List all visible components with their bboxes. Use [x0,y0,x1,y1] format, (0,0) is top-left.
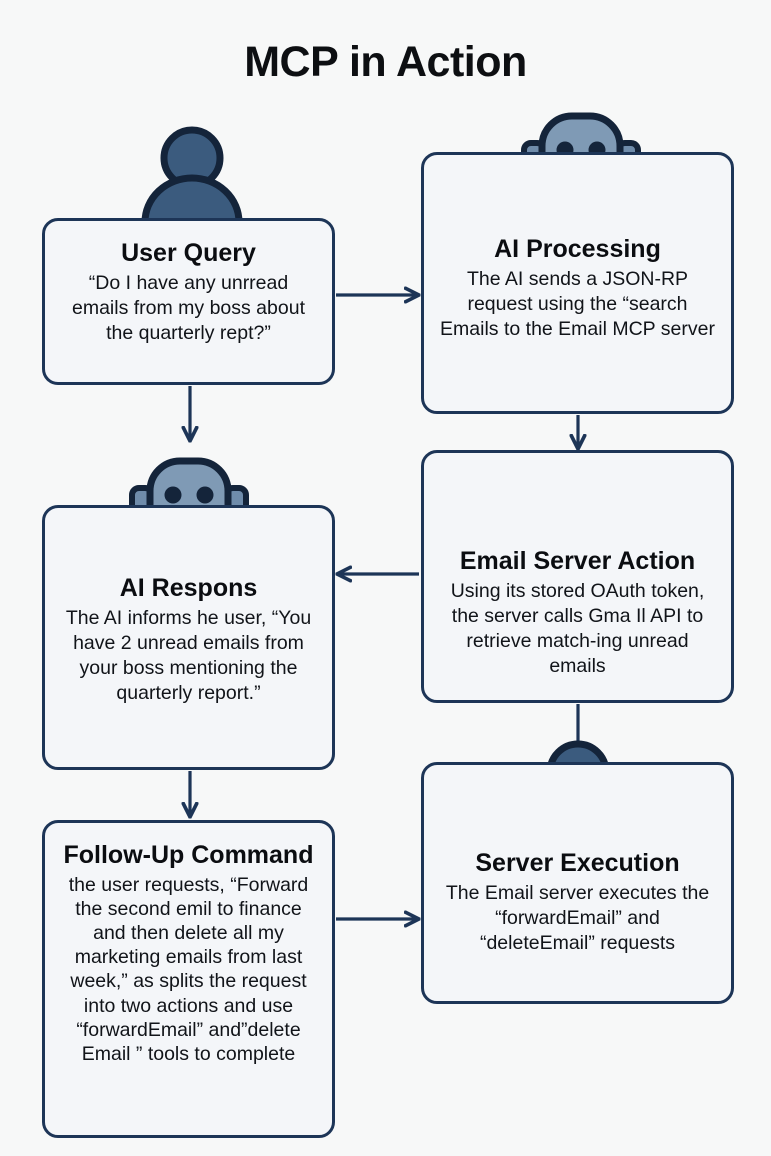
node-follow-up-command[interactable]: Follow-Up Command the user requests, “Fo… [42,820,335,1138]
node-email-server-action[interactable]: Email Server Action Using its stored OAu… [421,450,734,703]
node-user-query[interactable]: User Query “Do I have any unrread emails… [42,218,335,385]
node-title: Server Execution [475,849,680,877]
node-title: Email Server Action [459,547,696,575]
node-ai-respons[interactable]: AI Respons The AI informs he user, “You … [42,505,335,770]
node-title: Follow-Up Command [63,841,314,869]
node-body: the user requests, “Forward the second e… [68,873,309,1065]
node-body: The Email server executes the “forwardEm… [445,881,710,954]
node-body: The AI sends a JSON-RP request using the… [440,267,715,340]
node-body: “Do I have any unrread emails from my bo… [71,271,305,344]
node-body: Using its stored OAuth token, the server… [450,579,705,677]
node-title: User Query [121,239,256,267]
node-ai-processing[interactable]: AI Processing The AI sends a JSON-RP req… [421,152,734,414]
node-title: AI Respons [119,574,258,602]
page-title: MCP in Action [244,38,527,86]
node-body: The AI informs he user, “You have 2 unre… [65,606,312,704]
node-server-execution[interactable]: Server Execution The Email server execut… [421,762,734,1004]
node-title: AI Processing [494,235,661,263]
